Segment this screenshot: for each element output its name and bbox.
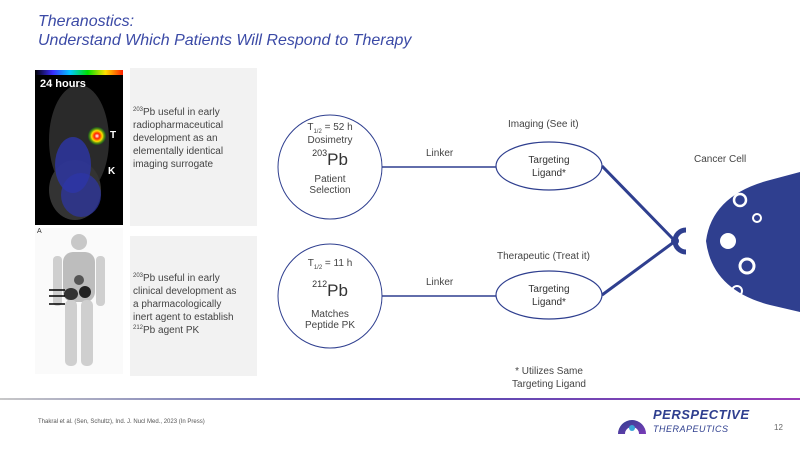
cell-nucleus (720, 233, 736, 249)
linker-label-top: Linker (426, 148, 454, 159)
halflife-top-sub: 1/2 (313, 129, 322, 135)
bottom-panel-sup: 203 (133, 273, 144, 279)
ligand-top-line-2: Ligand* (532, 168, 566, 179)
therapeutic-label: Therapeutic (Treat it) (497, 251, 590, 262)
body-scan-graphic (49, 234, 105, 366)
bottom-panel-line-4: inert agent to establish (133, 312, 234, 323)
circle-top-dosimetry: Dosimetry (307, 135, 353, 146)
ligand-connector-bottom (601, 240, 675, 297)
top-text-panel (130, 68, 257, 226)
ligand-top-line-1: Targeting (528, 155, 570, 166)
isotope-top-symbol: Pb (327, 150, 348, 169)
cancer-cell-icon (706, 172, 800, 312)
isotope-top-mass: 203 (312, 148, 328, 158)
bottom-panel-line-3: a pharmacologically (133, 299, 222, 310)
bottom-panel-sup-2: 212 (133, 325, 144, 331)
bottom-panel-text: 203Pb useful in early clinical developme… (133, 272, 257, 337)
pet-image (35, 70, 123, 225)
bottom-panel-line-5: Pb agent PK (143, 325, 200, 336)
footnote-line-1: * Utilizes Same (515, 366, 583, 377)
footnote-line-2: Targeting Ligand (512, 379, 586, 390)
top-panel-text: 203Pb useful in early radiopharmaceutica… (133, 106, 257, 171)
cell-vesicle (731, 285, 743, 297)
bottom-panel-line-2: clinical development as (133, 286, 237, 297)
kidney-marker: K (108, 166, 116, 177)
title-line-2: Understand Which Patients Will Respond t… (38, 32, 412, 49)
slide-title: Theranostics: Understand Which Patients … (38, 12, 411, 50)
circle-top-line4: Selection (309, 185, 351, 196)
top-panel-line-1: Pb useful in early (143, 107, 220, 118)
logo-subtitle: THERAPEUTICS (653, 424, 729, 434)
perspective-logo-icon (618, 420, 646, 434)
ligand-bottom-line-1: Targeting (528, 284, 570, 295)
page-number: 12 (774, 423, 783, 432)
halflife-top-prefix: T (307, 122, 314, 133)
ligand-bottom-line-2: Ligand* (532, 297, 566, 308)
isotope-bottom-mass: 212 (312, 279, 328, 289)
ligand-bottom-text: Targeting Ligand* (499, 283, 599, 309)
halflife-bottom-value: = 11 h (322, 258, 353, 269)
cell-vesicle (752, 213, 762, 223)
linker-label-bottom: Linker (426, 277, 454, 288)
circle-top-text: T1/2 = 52 h Dosimetry 203Pb Patient Sele… (280, 122, 380, 196)
title-line-1: Theranostics: (38, 13, 135, 30)
receptor-dot (671, 237, 679, 245)
imaging-label: Imaging (See it) (508, 119, 579, 130)
top-panel-line-5: imaging surrogate (133, 159, 214, 170)
logo-name: PERSPECTIVE (653, 407, 750, 422)
footer-divider (0, 398, 800, 400)
top-panel-line-2: radiopharmaceutical (133, 120, 224, 131)
ligand-connector-top (600, 164, 676, 242)
top-panel-line-4: elementally identical (133, 146, 224, 157)
top-panel-line-3: development as an (133, 133, 218, 144)
top-panel-sup: 203 (133, 107, 144, 113)
cell-vesicle (738, 257, 756, 275)
halflife-bottom-sub: 1/2 (313, 265, 323, 271)
circle-top-line3: Patient (314, 174, 346, 185)
isotope-bottom-symbol: Pb (327, 281, 348, 300)
whole-body-scan (35, 228, 123, 374)
circle-bottom-line4: Peptide PK (304, 320, 356, 331)
bottom-panel-line-1: Pb useful in early (143, 273, 220, 284)
ligand-footnote: * Utilizes Same Targeting Ligand (489, 365, 609, 391)
pet-scan-graphic (35, 70, 123, 220)
circle-bottom-text: T1/2 = 11 h 212Pb Matches Peptide PK (280, 258, 380, 331)
image-time-label: 24 hours (40, 78, 86, 90)
tumor-marker: T (110, 130, 117, 141)
halflife-top-value: = 52 h (321, 122, 353, 133)
ligand-top-text: Targeting Ligand* (499, 154, 599, 180)
scan-panel-letter: A (37, 228, 42, 235)
circle-bottom-line3: Matches (311, 309, 349, 320)
citation: Thakral et al. (Sen, Schultz), Ind. J. N… (38, 419, 205, 425)
bottom-text-panel (130, 236, 257, 376)
cancer-cell-label: Cancer Cell (694, 154, 747, 165)
cell-vesicle (732, 192, 748, 208)
halflife-bottom-prefix: T (307, 258, 314, 269)
